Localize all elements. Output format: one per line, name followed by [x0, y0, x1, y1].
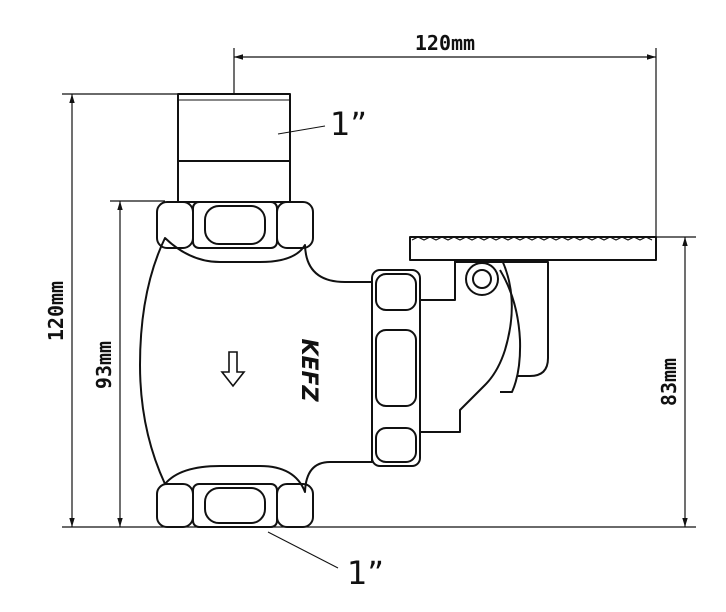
pedal-housing [419, 259, 513, 433]
top-inlet-pipe [177, 93, 291, 203]
side-nut-frame [371, 269, 421, 467]
pedal-return-arm [510, 261, 549, 377]
side-nut-center [375, 329, 417, 407]
height-dimension-label: 120mm [44, 281, 68, 341]
top-nut-right [276, 201, 314, 249]
side-nut-bottom [375, 427, 417, 463]
bottom-thread-callout: 1” [347, 554, 384, 592]
body-height-label: 93mm [92, 341, 116, 389]
pedal-height-dimension [656, 236, 696, 527]
pedal-tread [411, 236, 653, 241]
bottom-nut-right [276, 483, 314, 528]
down-arrow-icon [220, 351, 246, 388]
width-dimension [233, 48, 657, 237]
pivot-bolt-inner [472, 269, 492, 289]
brand-logo: KEFZ [296, 338, 321, 402]
side-nut-top [375, 273, 417, 311]
bottom-callout-leader [267, 531, 339, 569]
top-nut-left [156, 201, 194, 249]
pedal-height-label: 83mm [657, 358, 681, 406]
pedal-plate [409, 236, 657, 261]
bottom-nut-window [204, 487, 266, 524]
width-dimension-label: 120mm [415, 31, 475, 55]
bottom-nut-left [156, 483, 194, 528]
body-height-dimension [110, 200, 165, 527]
top-nut-window [204, 205, 266, 245]
pivot-bolt-outer [465, 262, 499, 296]
top-thread-callout: 1” [330, 105, 367, 143]
top-callout-leader [277, 125, 326, 135]
valve-body [139, 93, 657, 528]
pedal-lever [499, 269, 522, 393]
main-body-outline [139, 237, 373, 493]
